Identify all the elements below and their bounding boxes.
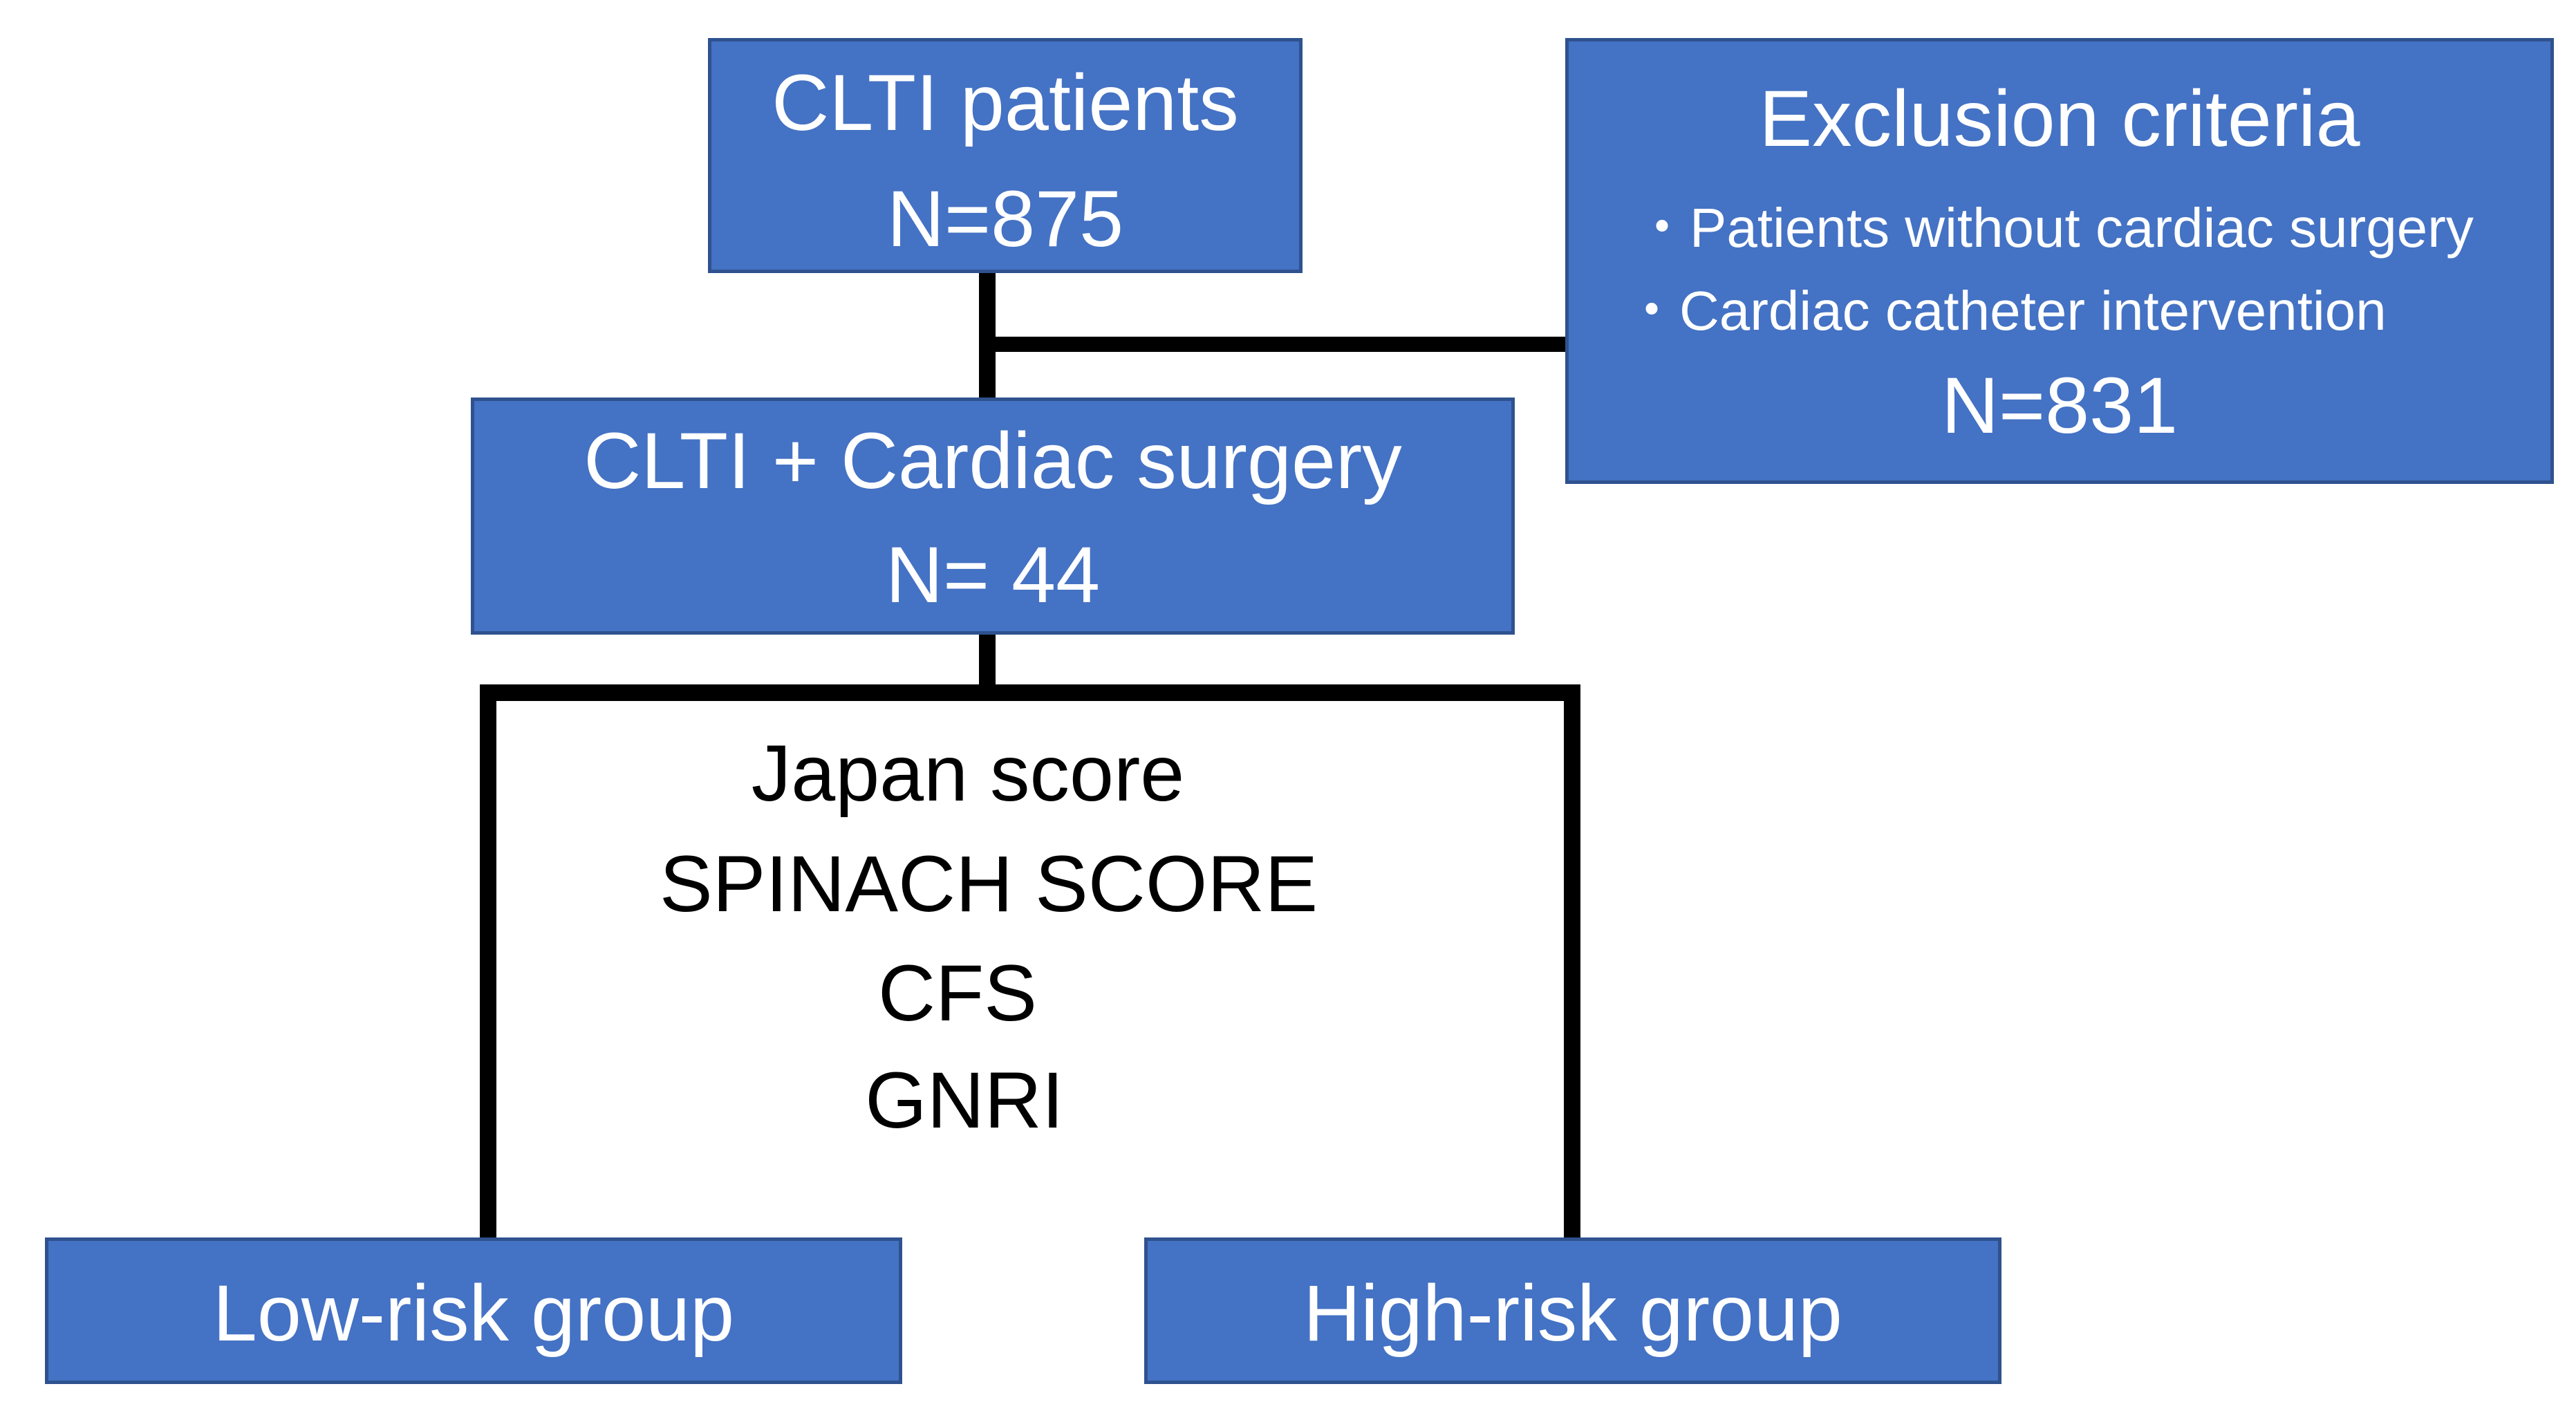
clti-cardiac-surgery-title: CLTI + Cardiac surgery — [584, 417, 1402, 505]
connector-split-horizontal — [480, 684, 1580, 701]
connector-right-vertical — [1564, 684, 1580, 1239]
exclusion-bullet-2-text: Cardiac catheter intervention — [1679, 280, 2387, 342]
exclusion-bullet-1-text: Patients without cardiac surgery — [1690, 197, 2474, 259]
low-risk-group-label: Low-risk group — [212, 1269, 735, 1358]
clti-patients-box: CLTI patients N=875 — [708, 38, 1303, 273]
exclusion-criteria-count: N=831 — [1941, 362, 2178, 450]
clti-cardiac-surgery-count: N= 44 — [885, 531, 1101, 619]
connector-clti-to-cardiac — [979, 273, 996, 399]
exclusion-bullet-2: ・Cardiac catheter intervention — [1624, 283, 2550, 339]
score-gnri: GNRI — [865, 1056, 1064, 1145]
low-risk-group-box: Low-risk group — [45, 1237, 902, 1384]
exclusion-criteria-title: Exclusion criteria — [1759, 75, 2360, 163]
connector-to-exclusion — [979, 337, 1567, 352]
clti-patients-count: N=875 — [886, 175, 1124, 263]
score-spinach: SPINACH SCORE — [659, 840, 1318, 928]
clti-cardiac-surgery-box: CLTI + Cardiac surgery N= 44 — [471, 398, 1515, 635]
exclusion-criteria-box: Exclusion criteria ・Patients without car… — [1565, 38, 2554, 484]
connector-left-vertical — [480, 684, 496, 1239]
high-risk-group-label: High-risk group — [1303, 1269, 1842, 1358]
clti-patients-title: CLTI patients — [772, 59, 1239, 147]
bullet-marker: ・ — [1634, 197, 1690, 259]
high-risk-group-box: High-risk group — [1144, 1237, 2001, 1384]
bullet-marker: ・ — [1624, 280, 1679, 342]
score-cfs: CFS — [878, 949, 1037, 1038]
exclusion-bullet-1: ・Patients without cardiac surgery — [1634, 200, 2550, 256]
score-japan: Japan score — [751, 729, 1185, 818]
